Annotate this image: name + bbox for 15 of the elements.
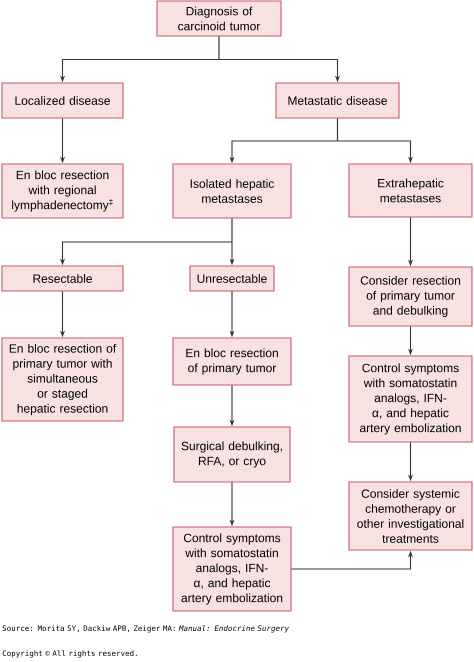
- process-box: Extrahepatic metastases: [348, 163, 473, 218]
- process-box: Resectable: [1, 265, 124, 292]
- process-box: En bloc resection of primary tumor: [172, 337, 292, 386]
- process-box: Isolated hepatic metastases: [172, 163, 292, 219]
- process-box: Metastatic disease: [275, 82, 400, 119]
- process-box: Control symptoms with somatostatin analogs, IFN-α, and hepatic artery embolization: [348, 355, 473, 443]
- process-box: En bloc resection of primary tumor with simultaneous or staged hepatic resection: [1, 337, 124, 422]
- process-box: En bloc resection with regional lymphadenectomy$^{‡}$: [1, 163, 124, 219]
- process-box: Unresectable: [189, 265, 275, 292]
- process-box: Diagnosis of carcinoid tumor: [156, 0, 282, 37]
- process-box: Consider systemic chemotherapy or other investigational treatments: [348, 481, 473, 551]
- process-box: Consider resection of primary tumor and debulking: [348, 266, 473, 327]
- process-box: Localized disease: [1, 82, 124, 119]
- process-box: Control symptoms with somatostatin analogs, IFN-α, and hepatic artery embolization: [172, 526, 292, 612]
- process-box: Surgical debulking, RFA, or cryo: [173, 426, 291, 483]
